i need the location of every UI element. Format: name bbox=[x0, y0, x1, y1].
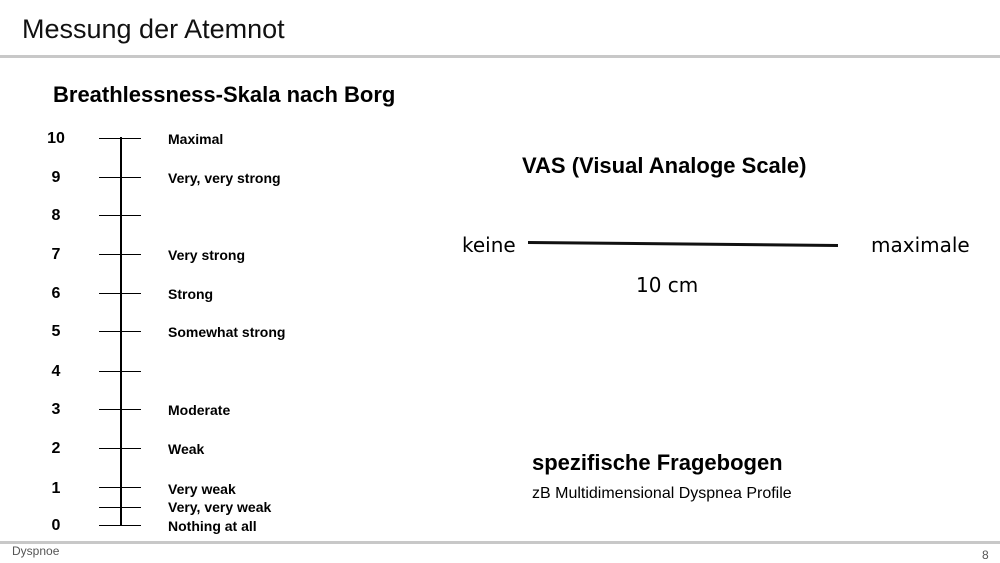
questionnaire-example: zB Multidimensional Dyspnea Profile bbox=[532, 485, 792, 502]
footer-divider bbox=[0, 541, 1000, 544]
borg-value-0: 0 bbox=[51, 517, 61, 534]
vas-line bbox=[527, 241, 839, 247]
borg-value-4: 4 bbox=[51, 363, 61, 380]
borg-tick-1 bbox=[99, 487, 141, 488]
borg-value-10: 10 bbox=[47, 130, 65, 147]
borg-tick-10 bbox=[99, 138, 141, 139]
borg-tick-3 bbox=[99, 409, 141, 410]
borg-tick-8 bbox=[99, 215, 141, 216]
borg-tick-6 bbox=[99, 293, 141, 294]
borg-tick-0-5 bbox=[99, 507, 141, 508]
borg-tick-9 bbox=[99, 177, 141, 178]
borg-value-5: 5 bbox=[51, 323, 61, 340]
borg-tick-5 bbox=[99, 331, 141, 332]
header-divider bbox=[0, 55, 1000, 58]
borg-value-7: 7 bbox=[51, 246, 61, 263]
vas-right-label: maximale bbox=[871, 233, 970, 257]
slide-title: Messung der Atemnot bbox=[22, 14, 285, 44]
footer-label: Dyspnoe bbox=[12, 544, 60, 558]
borg-label-7: Very strong bbox=[168, 247, 246, 263]
borg-label-1: Very weak bbox=[168, 481, 236, 497]
borg-label-0-5: Very, very weak bbox=[168, 499, 272, 515]
page-number: 8 bbox=[982, 548, 989, 562]
borg-value-9: 9 bbox=[51, 169, 61, 186]
borg-label-3: Moderate bbox=[168, 402, 231, 418]
borg-label-5: Somewhat strong bbox=[168, 324, 286, 340]
borg-value-8: 8 bbox=[51, 207, 61, 224]
borg-tick-7 bbox=[99, 254, 141, 255]
vas-title: VAS (Visual Analoge Scale) bbox=[522, 153, 807, 178]
borg-label-0: Nothing at all bbox=[168, 518, 257, 534]
borg-value-6: 6 bbox=[51, 285, 61, 302]
borg-value-2: 2 bbox=[51, 440, 61, 457]
vas-length-label: 10 cm bbox=[636, 273, 699, 297]
borg-label-9: Very, very strong bbox=[168, 170, 281, 186]
borg-tick-2 bbox=[99, 448, 141, 449]
borg-label-6: Strong bbox=[168, 286, 214, 302]
borg-label-10: Maximal bbox=[168, 131, 224, 147]
questionnaire-title: spezifische Fragebogen bbox=[532, 450, 783, 475]
borg-tick-4 bbox=[99, 371, 141, 372]
borg-value-1: 1 bbox=[51, 480, 61, 497]
borg-scale-title: Breathlessness-Skala nach Borg bbox=[53, 82, 396, 107]
borg-tick-0 bbox=[99, 525, 141, 526]
borg-value-3: 3 bbox=[51, 401, 61, 418]
borg-label-2: Weak bbox=[168, 441, 205, 457]
vas-left-label: keine bbox=[462, 233, 516, 257]
